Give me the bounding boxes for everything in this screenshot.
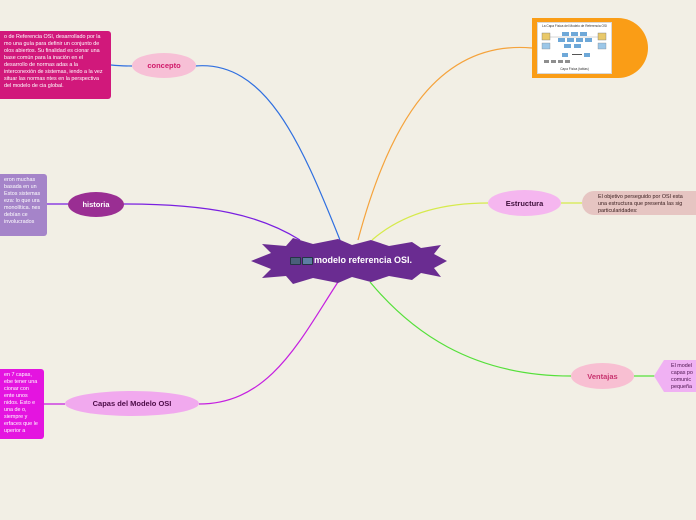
concepto-note[interactable]: o de Referencia OSI, desarrollado por la… bbox=[0, 31, 111, 99]
capas-connector bbox=[199, 282, 338, 404]
ventajas-note-text: El model capas po comunic pequeña bbox=[671, 363, 693, 390]
capas-label: Capas del Modelo OSI bbox=[93, 399, 172, 408]
historia-label: historia bbox=[82, 200, 109, 209]
ventajas-note[interactable]: El model capas po comunic pequeña bbox=[668, 362, 696, 390]
capas-node[interactable]: Capas del Modelo OSI bbox=[65, 391, 199, 416]
estructura-note-text: El objetivo perseguido por OSI esta una … bbox=[598, 194, 683, 214]
ventajas-label: Ventajas bbox=[587, 372, 617, 381]
estructura-label: Estructura bbox=[506, 199, 544, 208]
ventajas-connector bbox=[370, 282, 571, 376]
historia-node[interactable]: historia bbox=[68, 192, 124, 217]
historia-note[interactable]: eron muchas basada en un Estos sistemas … bbox=[0, 174, 47, 236]
ventajas-node[interactable]: Ventajas bbox=[571, 363, 634, 389]
central-topic-label: modelo referencia OSI. bbox=[314, 255, 412, 265]
historia-connector bbox=[124, 204, 300, 240]
central-topic[interactable]: modelo referencia OSI. bbox=[258, 245, 444, 275]
concepto-note-text: o de Referencia OSI, desarrollado por la… bbox=[4, 34, 103, 89]
osi-image-caption: Capa Física (tablas) bbox=[538, 67, 611, 71]
concepto-note-connector bbox=[111, 65, 132, 66]
osi-image-title: La Capa Física del Modelo de Referencia … bbox=[538, 24, 611, 28]
estructura-node[interactable]: Estructura bbox=[488, 190, 561, 216]
historia-note-text: eron muchas basada en un Estos sistemas … bbox=[4, 177, 40, 225]
computers-icon bbox=[290, 255, 314, 265]
estructura-connector bbox=[372, 203, 488, 240]
capas-note-text: en 7 capas, ebe tener una cionar con ent… bbox=[4, 372, 38, 434]
concepto-label: concepto bbox=[147, 61, 180, 70]
capas-note[interactable]: en 7 capas, ebe tener una cionar con ent… bbox=[0, 369, 44, 439]
concepto-connector bbox=[195, 66, 340, 240]
network-diagram-icon bbox=[538, 29, 611, 67]
concepto-node[interactable]: concepto bbox=[132, 53, 196, 78]
osi-image[interactable]: La Capa Física del Modelo de Referencia … bbox=[537, 22, 612, 74]
estructura-note[interactable]: El objetivo perseguido por OSI esta una … bbox=[582, 191, 696, 215]
